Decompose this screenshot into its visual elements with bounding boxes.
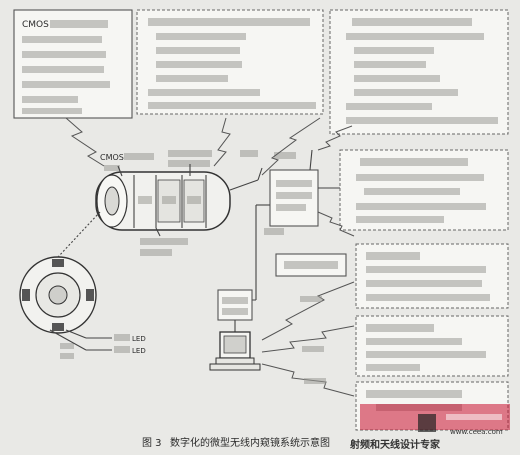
command-box-right-middle: [355, 243, 509, 309]
led-ir-label: LED: [132, 347, 146, 355]
lens-front-view-icon: [19, 256, 97, 334]
cmos-capsule-label: CMOS: [100, 153, 124, 162]
watermark-logo: 射频和天线设计专家 www.ceea.com: [349, 404, 510, 451]
desktop-computer-icon: [209, 331, 261, 371]
command-box-top-right: [329, 9, 509, 135]
receiver-box-icon: [269, 149, 340, 227]
figure-number: 图 3: [142, 437, 162, 449]
figure-caption: 数字化的微型无线内窥镜系统示意图: [170, 436, 330, 449]
command-box-top-middle: [136, 9, 324, 115]
command-box-right-upper: [339, 149, 509, 231]
watermark-url: www.ceea.com: [450, 428, 503, 436]
storage-label-box: [275, 253, 347, 277]
watermark-cn: 射频和天线设计专家: [349, 438, 441, 451]
capsule-endoscope-icon: [95, 167, 263, 231]
led-white-label: LED: [132, 335, 146, 343]
cmos-functions-box: CMOS: [13, 9, 133, 119]
cmos-top-label: CMOS: [22, 20, 49, 30]
decoder-box: [217, 289, 253, 321]
command-box-right-lower: [355, 315, 509, 377]
